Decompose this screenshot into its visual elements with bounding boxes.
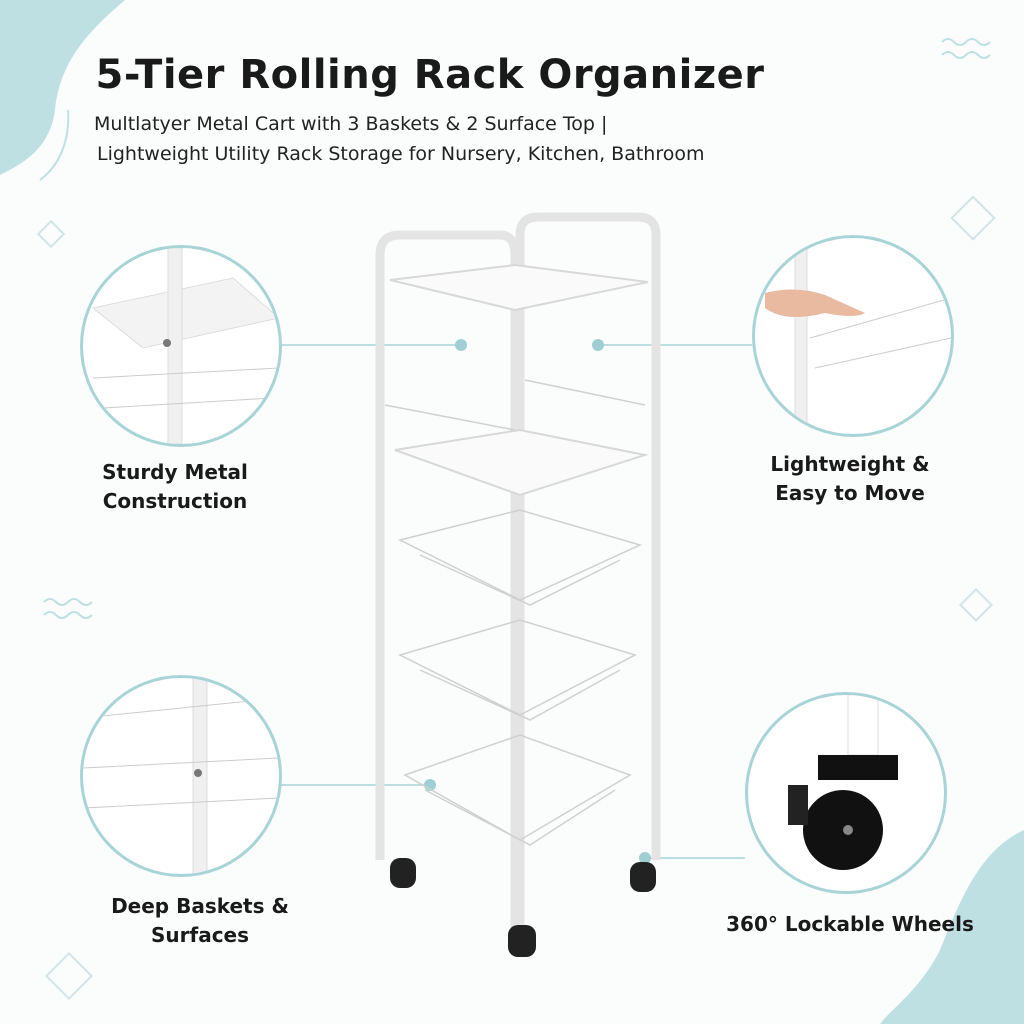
- corner-blob-top-left: [0, 0, 125, 175]
- subtitle-line-1: Multlatyer Metal Cart with 3 Baskets & 2…: [94, 113, 608, 135]
- subtitle-line-2: Lightweight Utility Rack Storage for Nur…: [97, 143, 705, 165]
- feature-label-lightweight: Lightweight &Easy to Move: [770, 452, 930, 505]
- feature-image-hand-push: [752, 235, 954, 437]
- feature-image-wheel-detail: [745, 692, 947, 894]
- page-title: 5-Tier Rolling Rack Organizer: [95, 52, 765, 98]
- feature-image-shelf-detail: [80, 245, 282, 447]
- diamond-icon: [36, 195, 996, 1001]
- feature-label-wheels: 360° Lockable Wheels: [726, 912, 974, 936]
- feature-label-baskets: Deep Baskets &Surfaces: [111, 894, 289, 947]
- connector-lines: [280, 344, 752, 859]
- wave-icon: [43, 38, 991, 619]
- feature-image-basket-detail: [80, 675, 282, 877]
- rolling-cart-illustration: [375, 212, 661, 957]
- corner-blob-bottom-right: [880, 830, 1024, 1024]
